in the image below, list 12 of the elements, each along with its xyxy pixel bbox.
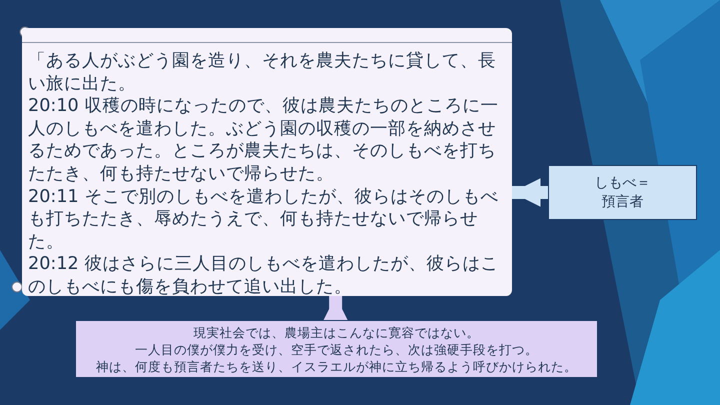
callout-text: 神は、何度も預言者たちを送り、イスラエルが神に立ち帰るよう呼びかけられた。 [96,358,577,374]
verse-text: 20:10 収穫の時になったので、彼は農夫たちのところに一人のしもべを遣わした。ぶどう園の収穫の一部を納めさせるためであった。ところが農夫たちは、そのしもべを打ちたたき、何も持たせないで帰らせた。 [28,95,500,186]
callout-text: しもべ＝預言者 [594,174,652,212]
verse-text: 20:11 そこで別のしもべを遣わしたが、彼らはそのしもべも打ちたたき、辱めたうえで、何も持たせないで帰らせた。 [28,186,500,254]
arrow [512,178,548,207]
callout-box [548,165,697,220]
scroll-box [22,28,512,296]
callout-box [75,320,598,378]
callout-text: 一人目の僕が僕力を受け、空手で返されたら、次は強硬手段を打つ。 [135,340,538,358]
verse-text: 20:12 彼はさらに三人目のしもべを遣わしたが、彼らはこのしもべにも傷を負わせて追い出した。 [28,253,500,299]
verse-text: 「ある人がぶどう園を造り、それを農夫たちに貸して、長い旅に出た。 [28,50,497,96]
callout-text: 現実社会では、農場主はこんなに寛容ではない。 [194,324,480,340]
